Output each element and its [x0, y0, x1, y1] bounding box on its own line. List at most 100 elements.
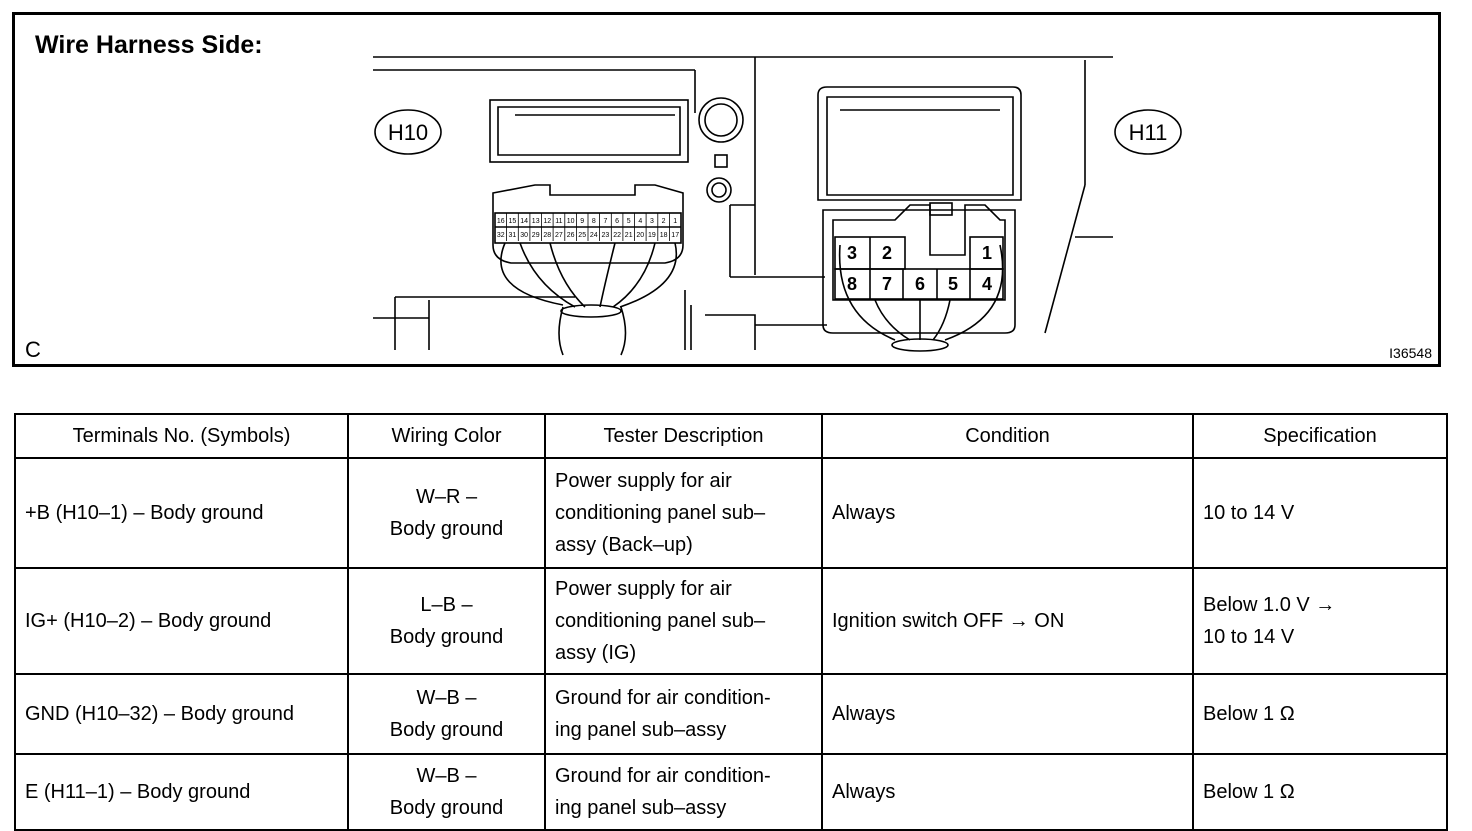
wire-color-line: W–R –	[415, 486, 478, 508]
h10-pin: 2	[662, 218, 666, 225]
h10-pin: 14	[520, 218, 528, 225]
terminal-cell: +B (H10–1) – Body ground	[14, 457, 349, 569]
h10-pin: 8	[592, 218, 596, 225]
wire-color-cell: W–R – Body ground	[347, 457, 546, 569]
description-cell: Ground for air condition- ing panel sub–…	[544, 673, 823, 755]
condition-cell: Ignition switch OFF → ON	[821, 567, 1194, 675]
h10-pin: 6	[615, 218, 619, 225]
figure-code: I36548	[1389, 345, 1432, 361]
h11-pin: 1	[982, 243, 992, 263]
description-line: Ground for air condition-	[555, 687, 771, 709]
connector-label-h10: H10	[388, 120, 428, 145]
specification-cell: Below 1 Ω	[1192, 753, 1448, 831]
h10-pin: 11	[555, 218, 562, 225]
h10-pin: 7	[603, 218, 607, 225]
description-line: assy (IG)	[555, 642, 637, 664]
h11-pin: 6	[915, 274, 925, 294]
header-specification: Specification	[1192, 413, 1448, 459]
h10-pin: 31	[509, 232, 517, 239]
description-cell: Power supply for air conditioning panel …	[544, 457, 823, 569]
h10-pin: 21	[625, 232, 633, 239]
h11-pin: 4	[982, 274, 992, 294]
condition-cell: Always	[821, 673, 1194, 755]
header-terminals: Terminals No. (Symbols)	[14, 413, 349, 459]
wire-color-line: W–B –	[416, 765, 477, 787]
h10-pin: 15	[509, 218, 517, 225]
h10-pin: 32	[497, 232, 505, 239]
h11-pin: 3	[847, 243, 857, 263]
wire-color-line: Body ground	[389, 797, 504, 819]
header-condition: Condition	[821, 413, 1194, 459]
description-line: conditioning panel sub–	[555, 502, 766, 524]
h11-pin: 8	[847, 274, 857, 294]
wire-color-cell: L–B – Body ground	[347, 567, 546, 675]
specification-line: Below 1 Ω	[1203, 781, 1295, 803]
h10-pin: 30	[520, 232, 528, 239]
description-cell: Power supply for air conditioning panel …	[544, 567, 823, 675]
description-line: conditioning panel sub–	[555, 610, 766, 632]
h10-pin: 5	[627, 218, 631, 225]
figure-corner-letter: C	[25, 337, 41, 362]
h10-pin: 18	[660, 232, 668, 239]
h10-pin: 16	[497, 218, 505, 225]
h10-pin: 3	[650, 218, 654, 225]
connector-label-h11: H11	[1129, 120, 1168, 145]
wire-harness-figure: Wire Harness Side:	[12, 12, 1441, 367]
condition-cell: Always	[821, 753, 1194, 831]
terminal-cell: IG+ (H10–2) – Body ground	[14, 567, 349, 675]
h10-pin: 29	[532, 232, 540, 239]
table-row: E (H11–1) – Body ground W–B – Body groun…	[14, 753, 1448, 831]
figure-title: Wire Harness Side:	[35, 31, 263, 59]
condition-cell: Always	[821, 457, 1194, 569]
h10-pin: 26	[567, 232, 575, 239]
wire-color-line: Body ground	[389, 626, 504, 648]
h10-pin: 12	[543, 218, 551, 225]
terminal-spec-table: Terminals No. (Symbols) Wiring Color Tes…	[14, 413, 1448, 831]
description-line: Power supply for air	[555, 470, 732, 492]
h10-pin: 25	[578, 232, 586, 239]
specification-line: Below 1 Ω	[1203, 703, 1295, 725]
h10-pin: 28	[543, 232, 551, 239]
specification-cell: 10 to 14 V	[1192, 457, 1448, 569]
h10-pin: 17	[671, 232, 679, 239]
h10-pin: 4	[638, 218, 642, 225]
header-tester-description: Tester Description	[544, 413, 823, 459]
description-line: Ground for air condition-	[555, 765, 771, 787]
h10-pin: 9	[580, 218, 584, 225]
specification-line: 10 to 14 V	[1203, 502, 1295, 524]
h10-pin: 22	[613, 232, 621, 239]
wire-color-cell: W–B – Body ground	[347, 673, 546, 755]
h10-pin: 23	[602, 232, 610, 239]
h10-pin: 27	[555, 232, 563, 239]
specification-cell: Below 1.0 V → 10 to 14 V	[1192, 567, 1448, 675]
wire-color-line: W–B –	[416, 687, 477, 709]
description-line: ing panel sub–assy	[555, 719, 727, 741]
h11-pin: 2	[882, 243, 892, 263]
wire-color-line: L–B –	[420, 594, 473, 616]
terminal-cell: GND (H10–32) – Body ground	[14, 673, 349, 755]
specification-line: Below 1.0 V →	[1203, 594, 1336, 616]
description-line: assy (Back–up)	[555, 534, 693, 556]
h10-pin: 19	[648, 232, 656, 239]
specification-cell: Below 1 Ω	[1192, 673, 1448, 755]
h10-pin: 1	[673, 218, 677, 225]
description-cell: Ground for air condition- ing panel sub–…	[544, 753, 823, 831]
table-row: +B (H10–1) – Body ground W–R – Body grou…	[14, 457, 1448, 569]
h10-pin: 13	[532, 218, 540, 225]
h11-pin: 5	[948, 274, 958, 294]
wire-color-cell: W–B – Body ground	[347, 753, 546, 831]
description-line: Power supply for air	[555, 578, 732, 600]
wire-color-line: Body ground	[389, 719, 504, 741]
header-wiring-color: Wiring Color	[347, 413, 546, 459]
h11-pin: 7	[882, 274, 892, 294]
table-row: IG+ (H10–2) – Body ground L–B – Body gro…	[14, 567, 1448, 675]
h10-pin: 20	[636, 232, 644, 239]
wire-color-line: Body ground	[389, 518, 504, 540]
specification-line: 10 to 14 V	[1203, 626, 1295, 648]
h10-pin: 10	[567, 218, 575, 225]
table-header-row: Terminals No. (Symbols) Wiring Color Tes…	[14, 413, 1448, 459]
terminal-cell: E (H11–1) – Body ground	[14, 753, 349, 831]
h10-pin: 24	[590, 232, 598, 239]
